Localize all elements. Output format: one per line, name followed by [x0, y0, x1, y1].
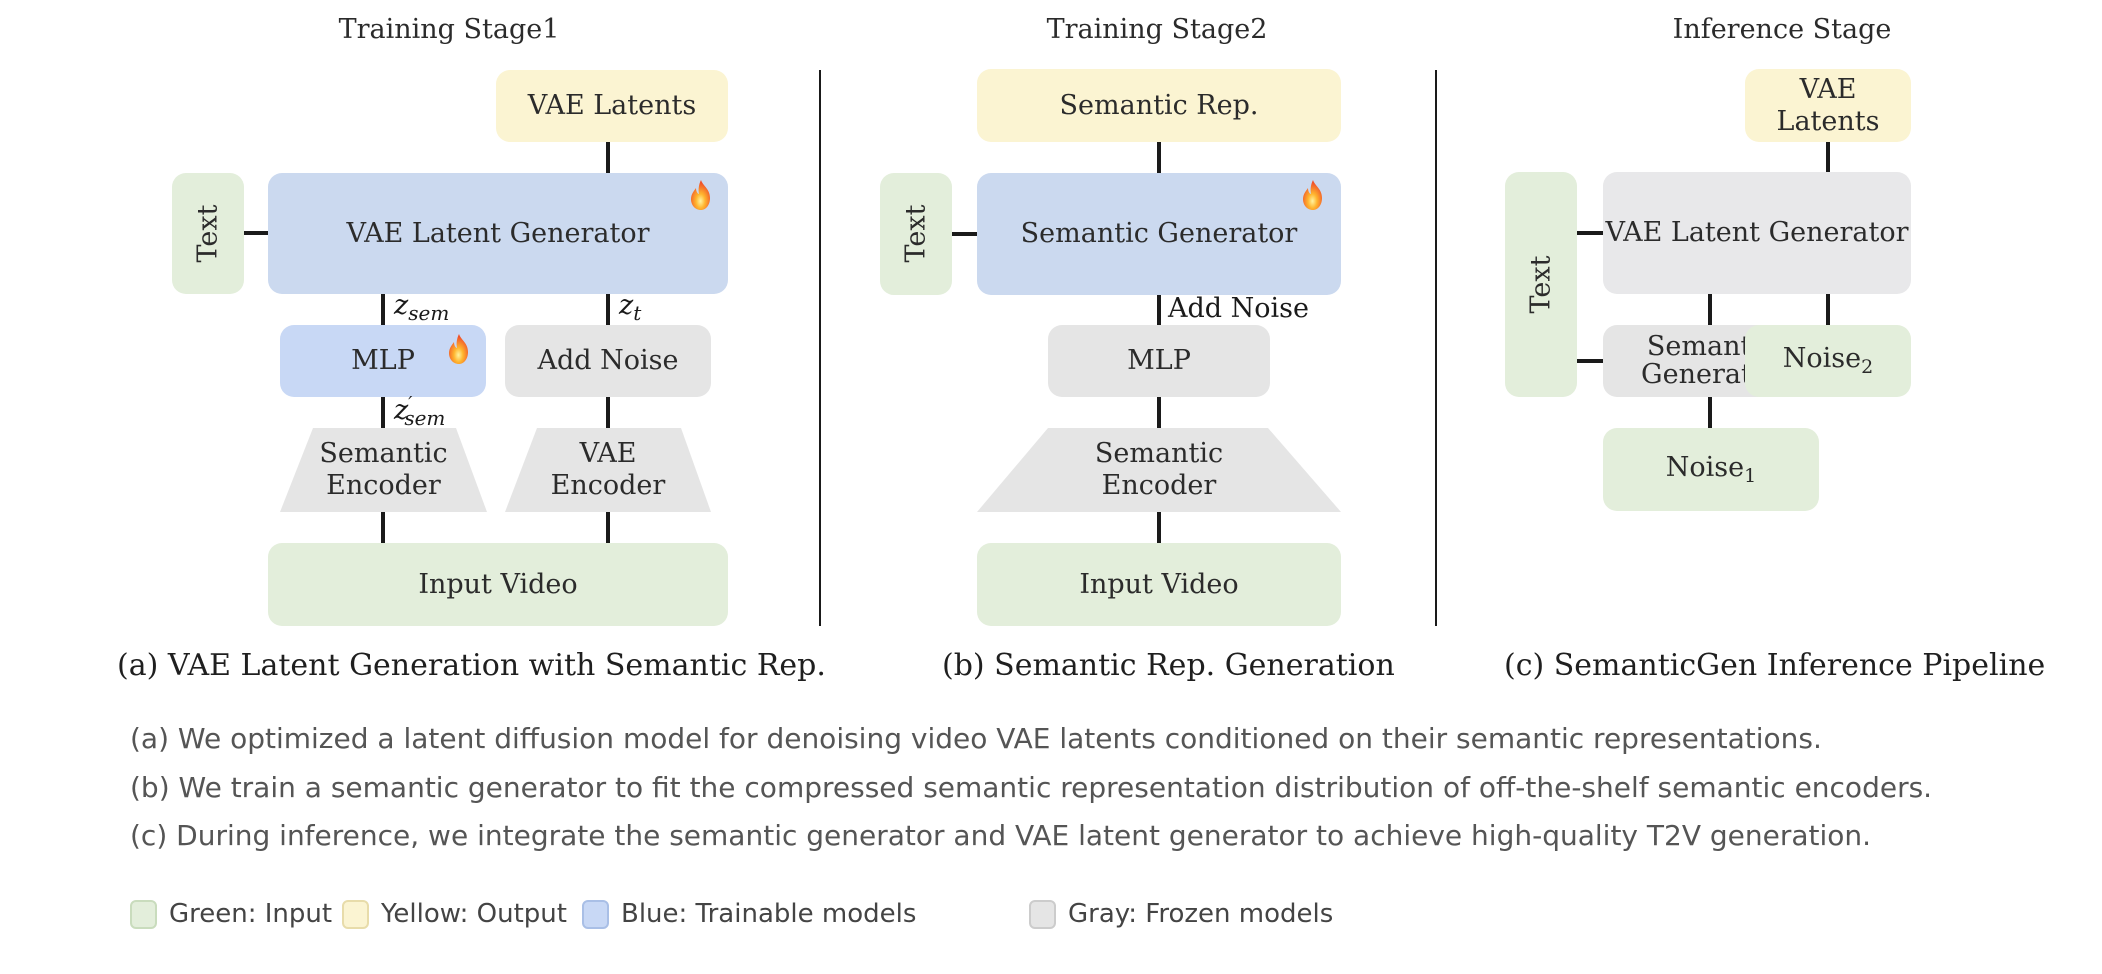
node-label: Semantic Rep. [1059, 89, 1259, 121]
node-label: Encoder [550, 470, 666, 501]
connector-line [952, 232, 977, 236]
panel-caption: (c) SemanticGen Inference Pipeline [1504, 648, 2046, 683]
connector-line [381, 512, 385, 543]
node-label: Encoder [326, 470, 441, 501]
mlp-box: MLP [1048, 325, 1270, 397]
connector-line [1577, 359, 1603, 363]
legend-label: Green: Input [169, 899, 333, 929]
semantic-generator-box: Semantic Generator [977, 173, 1341, 295]
vae-latents-output-box: VAE Latents [496, 70, 728, 142]
node-label: Semantic Generator [1020, 218, 1298, 250]
text-input-box: Text [1505, 172, 1577, 397]
panel-caption: (a) VAE Latent Generation with Semantic … [117, 648, 826, 683]
node-label: Text [1525, 255, 1557, 314]
panel-separator [1435, 70, 1437, 626]
description-line: (a) We optimized a latent diffusion mode… [130, 722, 1822, 755]
legend-label: Yellow: Output [381, 899, 567, 929]
input-video-box: Input Video [977, 543, 1341, 626]
connector-line [606, 512, 610, 543]
node-label: Add Noise [537, 345, 679, 377]
legend-item-blue: Blue: Trainable models [582, 898, 916, 930]
node-label: MLP [1127, 345, 1191, 377]
add-noise-edge-label: Add Noise [1168, 293, 1309, 324]
legend-item-yellow: Yellow: Output [342, 898, 567, 930]
vae-latents-output-box: VAE Latents [1745, 69, 1911, 142]
input-video-box: Input Video [268, 543, 728, 626]
connector-line [1157, 512, 1161, 543]
panel-separator [819, 70, 821, 626]
description-line: (b) We train a semantic generator to fit… [130, 771, 1933, 804]
vae-latent-generator-box: VAE Latent Generator [1603, 172, 1911, 294]
text-input-box: Text [880, 173, 952, 295]
node-label: Semantic [1094, 437, 1224, 469]
legend-swatch [1029, 899, 1056, 929]
fire-icon [691, 180, 710, 210]
connector-line [1826, 294, 1830, 325]
mlp-box: MLP [280, 325, 486, 397]
panel-title: Inference Stage [1672, 14, 1892, 45]
panel-title: Training Stage2 [1046, 14, 1268, 45]
node-label: VAE Latent Generator [346, 217, 650, 249]
node-label: Input Video [418, 568, 578, 600]
connector-line [381, 397, 385, 428]
vae-latent-generator-box: VAE Latent Generator [268, 173, 728, 294]
connector-line [1708, 397, 1712, 428]
node-label: Input Video [1079, 568, 1239, 600]
description-line: (c) During inference, we integrate the s… [130, 819, 1872, 852]
connector-line [244, 231, 268, 235]
node-label: VAE Latent Generator [1605, 217, 1909, 249]
node-label: Semantic [319, 437, 448, 469]
connector-line [1157, 295, 1161, 326]
node-label: VAE Latents [527, 90, 697, 122]
z-sem-prime-label: z′sem [394, 393, 446, 430]
connector-line [1157, 397, 1161, 428]
connector-line [381, 294, 385, 325]
node-label: Text [900, 205, 932, 263]
add-noise-box: Add Noise [505, 325, 711, 397]
z-sem-label: zsem [394, 290, 450, 325]
legend-label: Blue: Trainable models [621, 899, 917, 929]
legend-swatch [130, 899, 157, 929]
connector-line [1708, 294, 1712, 325]
noise2-box: Noise2 [1745, 325, 1911, 397]
node-label: VAE Latents [1776, 74, 1880, 137]
fire-icon [449, 334, 468, 364]
panel-title: Training Stage1 [338, 14, 560, 45]
semantic-rep-output-box: Semantic Rep. [977, 69, 1341, 142]
text-input-box: Text [172, 173, 244, 294]
fire-icon [1303, 180, 1322, 210]
connector-line [1157, 142, 1161, 173]
connector-line [1577, 231, 1603, 235]
connector-line [606, 397, 610, 428]
legend-swatch [582, 899, 609, 929]
connector-line [606, 142, 610, 173]
node-label: VAE [579, 437, 637, 469]
node-label: MLP [351, 345, 415, 377]
legend-item-green: Green: Input [130, 898, 332, 930]
node-label: Text [192, 204, 224, 263]
connector-line [1826, 142, 1830, 172]
node-label: Encoder [1101, 470, 1217, 501]
legend-item-gray: Gray: Frozen models [1029, 898, 1333, 930]
z-t-label: zt [619, 290, 642, 325]
noise1-box: Noise1 [1603, 428, 1819, 511]
node-label: Noise1 [1665, 451, 1757, 487]
legend-label: Gray: Frozen models [1068, 899, 1334, 929]
node-label: Noise2 [1782, 343, 1874, 379]
panel-caption: (b) Semantic Rep. Generation [942, 648, 1395, 683]
connector-line [606, 294, 610, 325]
legend-swatch [342, 899, 369, 929]
